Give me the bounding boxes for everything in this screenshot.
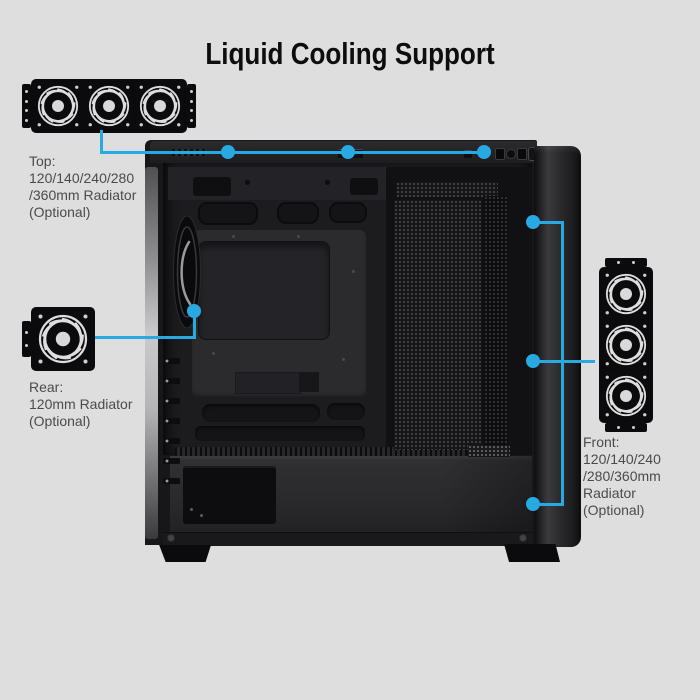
fan-icon [601,269,651,319]
usb-port [517,148,527,160]
cpu-cooler-cutout [198,241,330,340]
callout-dot-front-2 [526,354,540,368]
label-line: (Optional) [29,204,91,220]
psu-screw [200,514,203,517]
fan-icon [33,81,83,131]
callout-dot-top-1 [221,145,235,159]
standoff [297,235,300,238]
label-line: 120/140/240 [583,451,661,467]
standoff [342,358,345,361]
label-line: Top: [29,153,56,169]
mount-cutout [193,177,231,196]
case-foot-right [504,544,560,562]
expansion-slot [163,418,180,424]
case-rear-edge [145,167,158,539]
cable-grommet [329,202,367,223]
case-front-panel [534,146,581,547]
cable-slot [327,403,365,420]
top-clip [464,150,472,158]
label-line: (Optional) [583,502,645,518]
radiator-1-fan-icon [22,307,95,371]
cable-slot [202,404,320,422]
radiator-3-fan-horizontal-icon [22,79,196,133]
label-line: /280/360mm [583,468,661,484]
cable-grommet [277,202,319,224]
callout-dot-top-2 [341,145,355,159]
radiator-mount-tab [605,258,647,267]
expansion-slot [163,398,180,404]
mesh-panel [468,445,510,457]
standoff [212,352,215,355]
expansion-slot [163,458,180,464]
label-line: Front: [583,434,620,450]
usb-port [495,148,505,160]
shroud-vent [175,447,467,456]
standoff [352,270,355,273]
radiator-mount-tab [605,423,647,432]
case-bottom-rail [163,532,532,546]
callout-line-rear-vertical [193,312,196,339]
callout-line-rear-horizontal [95,336,196,339]
standoff [232,235,235,238]
label-line: Radiator [583,485,636,501]
expansion-slot [163,358,180,364]
psu-screw [190,508,193,511]
callout-line-top-vertical [100,130,103,154]
mount-hole [245,180,250,185]
mount-hole [325,180,330,185]
mesh-panel [484,196,508,448]
mount-cutout [350,178,378,195]
label-front-radiator: Front: 120/140/240 /280/360mm Radiator (… [583,434,661,519]
fan-icon [33,309,93,369]
rear-fan [173,215,201,329]
mesh-panel [394,200,482,450]
expansion-slot [163,438,180,444]
fan-icon [601,320,651,370]
screw [167,534,175,542]
fan-icon [84,81,134,131]
callout-line-front-top [533,221,564,224]
tray-recess [235,372,301,394]
radiator-3-fan-vertical-icon [599,258,653,432]
cable-grommet [198,202,258,225]
callout-dot-front-3 [526,497,540,511]
label-top-radiator: Top: 120/140/240/280 /360mm Radiator (Op… [29,153,136,221]
audio-jack [506,149,516,159]
shroud-shading [440,456,532,532]
callout-dot-top-3 [477,145,491,159]
callout-line-front-bottom [533,503,564,506]
mesh-panel [396,182,498,197]
label-line: /360mm Radiator [29,187,137,203]
expansion-slot [163,478,180,484]
label-rear-radiator: Rear: 120mm Radiator (Optional) [29,379,133,430]
tray-cutout [299,372,319,392]
case-foot-left [159,545,211,562]
page-title: Liquid Cooling Support [205,36,495,71]
fan-icon [135,81,185,131]
cable-slot [195,426,365,441]
psu-window [183,466,276,524]
screw [519,534,527,542]
radiator-mount-tab [187,84,196,128]
callout-dot-rear [187,304,201,318]
expansion-slot [163,378,180,384]
callout-line-top-horizontal [100,151,486,154]
radiator-mount-tab [22,321,31,357]
callout-line-front-vertical [561,221,564,506]
label-line: 120mm Radiator [29,396,133,412]
motherboard-tray [192,230,366,398]
fan-icon [601,371,651,421]
callout-dot-front-1 [526,215,540,229]
callout-line-front-middle [533,360,595,363]
radiator-mount-tab [22,84,31,128]
label-line: (Optional) [29,413,91,429]
label-line: Rear: [29,379,64,395]
label-line: 120/140/240/280 [29,170,135,186]
